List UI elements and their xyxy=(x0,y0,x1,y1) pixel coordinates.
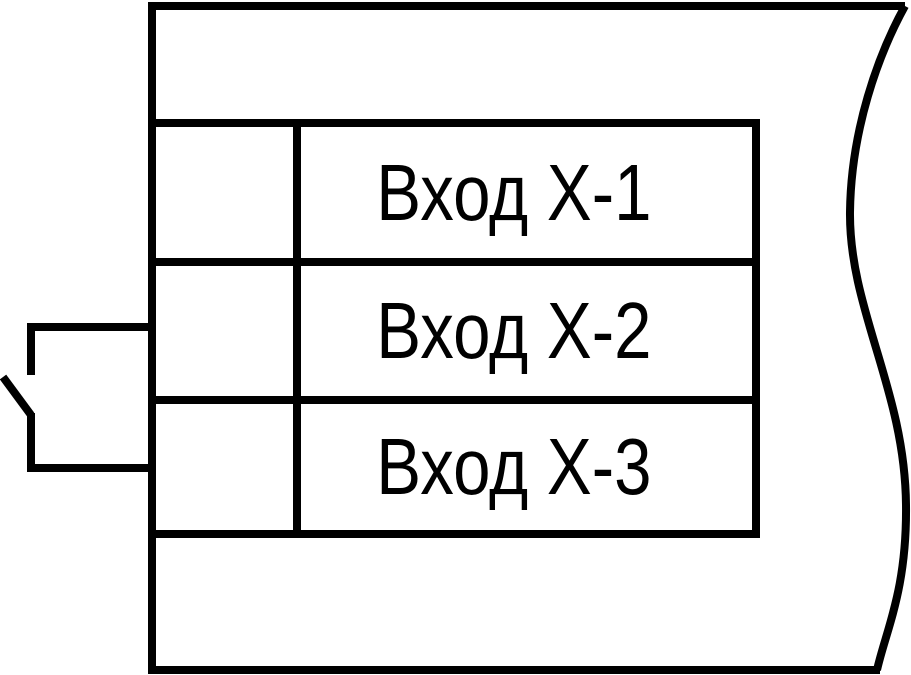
input-row-x2: Вход Х-2 xyxy=(301,266,752,396)
switch-blade xyxy=(0,374,35,418)
device-outline xyxy=(148,2,911,674)
terminal-table xyxy=(152,119,760,538)
input-row-x3: Вход Х-3 xyxy=(301,404,752,530)
input-x1-label: Вход Х-1 xyxy=(375,147,652,237)
open-switch-contact-icon xyxy=(0,323,152,472)
switch-lower-wire xyxy=(27,413,152,472)
input-x3-label: Вход Х-3 xyxy=(375,422,652,511)
torn-edge-wave-icon xyxy=(845,4,911,671)
input-row-x1: Вход Х-1 xyxy=(301,127,752,258)
input-x2-label: Вход Х-2 xyxy=(375,286,652,375)
switch-upper-wire xyxy=(27,323,152,375)
